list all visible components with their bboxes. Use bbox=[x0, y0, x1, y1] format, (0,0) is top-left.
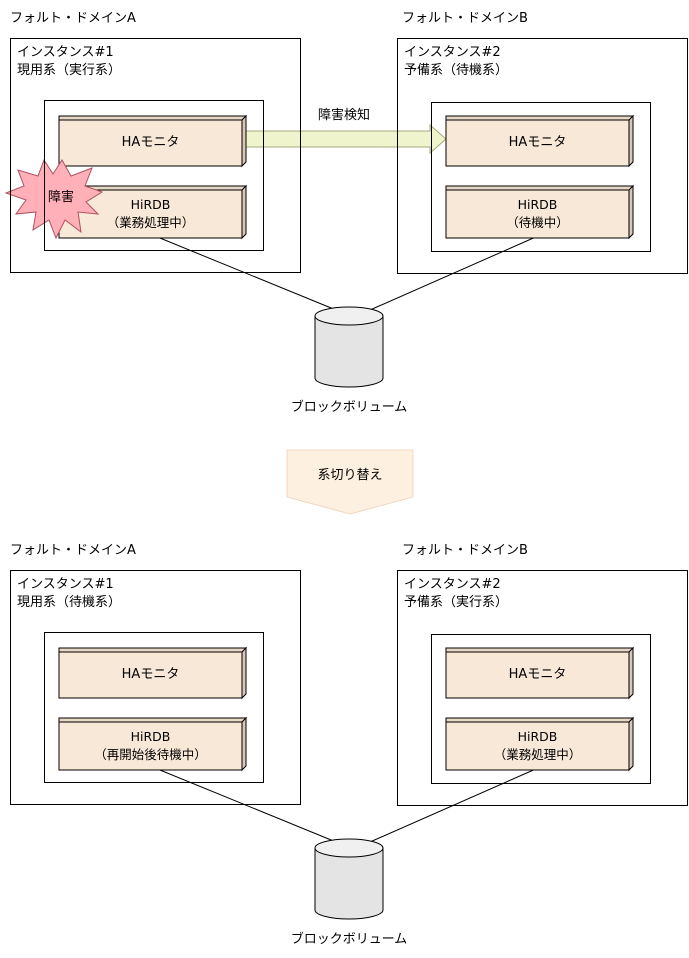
bottom-a-ha-label: HAモニタ bbox=[121, 667, 180, 682]
bottom-connector-a bbox=[154, 767, 337, 843]
bottom-b-db-name: HiRDB bbox=[517, 729, 558, 744]
top-instance2-role: 予備系（待機系） bbox=[404, 63, 509, 78]
bottom-a-db-block bbox=[58, 716, 248, 772]
bottom-a-ha-block bbox=[58, 646, 248, 700]
top-b-db-status: （待機中） bbox=[506, 215, 569, 230]
bottom-instance1-role: 現用系（待機系） bbox=[17, 595, 122, 610]
top-domain-b-label: フォルト・ドメインB bbox=[402, 11, 528, 26]
bottom-storage-label: ブロックボリューム bbox=[290, 932, 408, 947]
top-a-ha-label: HAモニタ bbox=[121, 135, 180, 150]
failure-label: 障害 bbox=[48, 190, 75, 205]
top-a-db-name: HiRDB bbox=[130, 197, 171, 212]
top-instance1-title: インスタンス#1 bbox=[17, 45, 114, 60]
failure-burst-icon bbox=[4, 158, 104, 240]
top-instance2-inner-box bbox=[431, 102, 651, 252]
top-instance1-role: 現用系（実行系） bbox=[17, 63, 122, 78]
top-storage-label: ブロックボリューム bbox=[290, 400, 408, 415]
bottom-instance1-title: インスタンス#1 bbox=[17, 577, 114, 592]
top-a-ha-block bbox=[58, 114, 248, 168]
bottom-instance2-box bbox=[397, 570, 688, 806]
switchover-label: 系切り替え bbox=[317, 468, 383, 483]
top-instance2-title: インスタンス#2 bbox=[404, 45, 501, 60]
top-b-ha-label: HAモニタ bbox=[508, 135, 567, 150]
bottom-instance1-box bbox=[10, 570, 301, 805]
top-b-db-name: HiRDB bbox=[517, 197, 558, 212]
top-connector-a bbox=[154, 235, 337, 311]
bottom-instance2-inner-box bbox=[431, 634, 651, 784]
top-instance1-box bbox=[10, 38, 301, 273]
bottom-domain-b-label: フォルト・ドメインB bbox=[402, 543, 528, 558]
top-b-ha-block bbox=[445, 114, 635, 168]
top-detect-arrow bbox=[245, 123, 447, 155]
bottom-b-db-status: （業務処理中） bbox=[493, 747, 582, 762]
bottom-instance2-title: インスタンス#2 bbox=[404, 577, 501, 592]
top-instance2-box bbox=[397, 38, 688, 274]
bottom-a-db-status: （再開始後待機中） bbox=[94, 747, 207, 762]
bottom-b-db-block bbox=[445, 716, 635, 772]
bottom-instance1-inner-box bbox=[44, 632, 264, 783]
switchover-arrow bbox=[286, 449, 414, 515]
top-b-db-block bbox=[445, 184, 635, 240]
bottom-domain-a-label: フォルト・ドメインA bbox=[10, 543, 136, 558]
bottom-a-db-name: HiRDB bbox=[130, 729, 171, 744]
bottom-instance2-role: 予備系（実行系） bbox=[404, 595, 509, 610]
top-storage-cylinder-icon bbox=[314, 306, 384, 388]
top-a-db-status: （業務処理中） bbox=[106, 215, 195, 230]
detect-label: 障害検知 bbox=[318, 108, 371, 123]
bottom-storage-cylinder-icon bbox=[314, 838, 384, 920]
top-instance1-inner-box bbox=[44, 100, 264, 251]
top-domain-a-label: フォルト・ドメインA bbox=[10, 11, 136, 26]
bottom-b-ha-label: HAモニタ bbox=[508, 667, 567, 682]
bottom-b-ha-block bbox=[445, 646, 635, 700]
